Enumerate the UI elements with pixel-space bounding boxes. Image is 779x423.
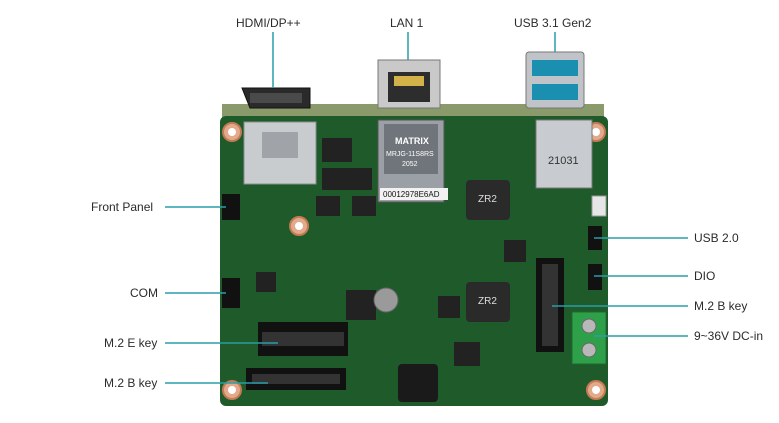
com-header <box>222 278 240 308</box>
dio-header <box>588 264 602 290</box>
mac-sticker <box>380 188 448 200</box>
label-dio: DIO <box>694 269 716 283</box>
usb31-connector <box>535 119 593 189</box>
label-m2-b-left: M.2 B key <box>104 376 158 390</box>
label-m2-b-right: M.2 B key <box>694 299 748 313</box>
label-dc-in: 9~36V DC-in <box>694 329 764 343</box>
label-front-panel: Front Panel <box>91 200 154 214</box>
inductor-b-label: ZR2 <box>478 296 497 307</box>
inductor-bottom <box>466 282 510 322</box>
matrix-code: 2052 <box>402 161 418 168</box>
label-usb31: USB 3.1 Gen2 <box>514 16 592 30</box>
pci-connector <box>591 195 607 217</box>
label-m2-e: M.2 E key <box>104 336 158 350</box>
leader-lines <box>165 32 688 384</box>
matrix-part: MRJG-11S8RS <box>386 151 434 158</box>
inductor-top <box>466 180 510 220</box>
front-panel-header <box>222 194 240 220</box>
label-lan: LAN 1 <box>390 16 424 30</box>
label-usb20: USB 2.0 <box>694 231 739 245</box>
usb-code: 21031 <box>548 155 579 167</box>
battery-icon <box>373 287 399 313</box>
inductor-a-label: ZR2 <box>478 194 497 205</box>
audio-jack <box>398 364 438 402</box>
ic-chips <box>256 138 526 366</box>
label-hdmi: HDMI/DP++ <box>236 16 301 30</box>
label-com: COM <box>130 286 158 300</box>
io-bracket <box>222 104 604 118</box>
mac-sticker-text: 00012978E6AD <box>383 190 440 199</box>
matrix-brand: MATRIX <box>395 136 429 146</box>
